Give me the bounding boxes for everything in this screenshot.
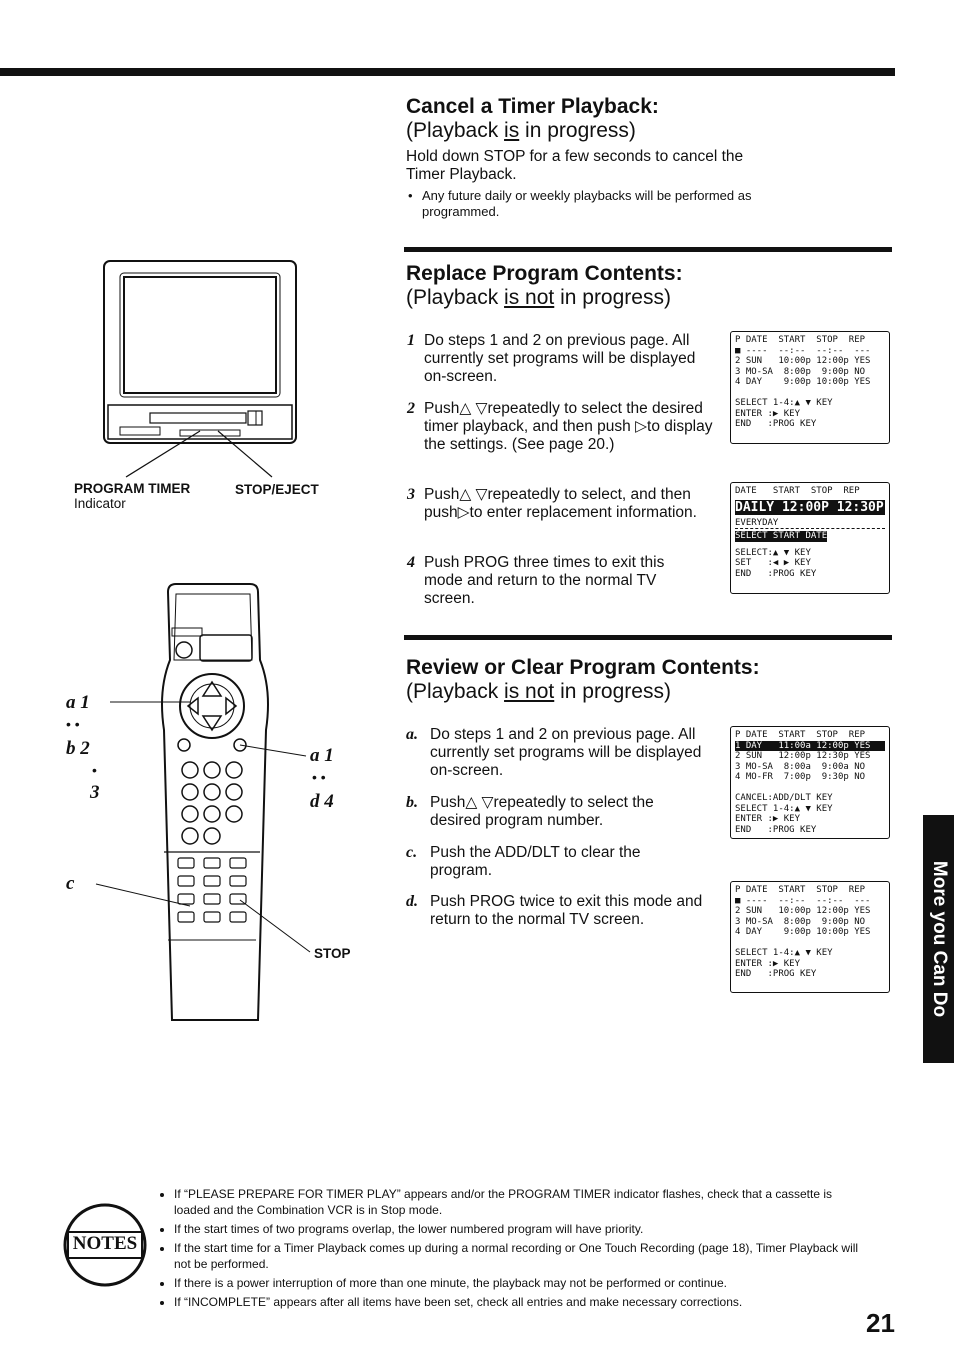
- note-item: If “PLEASE PREPARE FOR TIMER PLAY” appea…: [174, 1186, 864, 1218]
- remote-label-a1-left: a 1: [66, 692, 90, 713]
- note-item: If the start time for a Timer Playback c…: [174, 1240, 864, 1272]
- stop-eject-label: STOP/EJECT: [235, 482, 319, 497]
- replace-header: Replace Program Contents: (Playback is n…: [406, 262, 886, 310]
- osd-program-list-cleared: P DATE START STOP REP ■ ---- --:-- --:--…: [730, 881, 890, 993]
- note-item: If there is a power interruption of more…: [174, 1275, 864, 1291]
- cancel-title: Cancel a Timer Playback:: [406, 95, 659, 118]
- top-rule: [0, 68, 895, 76]
- notes-icon: [63, 1203, 147, 1287]
- replace-rule: [404, 247, 892, 252]
- review-subtitle: (Playback is not in progress): [406, 680, 671, 703]
- tv-vcr-illustration: [103, 260, 297, 478]
- remote-label-c: c: [66, 873, 75, 894]
- remote-stop-label: STOP: [314, 946, 351, 961]
- remote-control-illustration: [95, 583, 311, 1021]
- remote-dots-1: • •: [66, 716, 80, 732]
- remote-dots-3: • •: [312, 769, 326, 785]
- remote-dot-2: •: [92, 762, 97, 778]
- program-timer-label: PROGRAM TIMER: [74, 481, 191, 496]
- review-title: Review or Clear Program Contents:: [406, 656, 760, 679]
- review-header: Review or Clear Program Contents: (Playb…: [406, 656, 886, 704]
- remote-label-b2: b 2: [66, 738, 90, 759]
- replace-title: Replace Program Contents:: [406, 262, 683, 285]
- remote-label-a1-right: a 1: [310, 745, 334, 766]
- note-item: If “INCOMPLETE” appears after all items …: [174, 1294, 864, 1310]
- review-rule: [404, 635, 892, 640]
- note-item: If the start times of two programs overl…: [174, 1221, 864, 1237]
- cancel-section: Cancel a Timer Playback: (Playback is in…: [406, 95, 846, 220]
- cancel-body: Hold down STOP for a few seconds to canc…: [406, 148, 744, 183]
- cancel-subtitle: (Playback is in progress): [406, 119, 636, 142]
- indicator-label: Indicator: [74, 496, 126, 511]
- osd-replace-settings: DATE START STOP REP DAILY 12:00P 12:30P …: [730, 482, 915, 594]
- replace-subtitle: (Playback is not in progress): [406, 286, 671, 309]
- notes-label: NOTES: [72, 1233, 138, 1254]
- remote-label-d4: d 4: [310, 791, 334, 812]
- page-number: 21: [866, 1308, 895, 1338]
- cancel-bullet: •Any future daily or weekly playbacks wi…: [408, 188, 752, 219]
- notes-list: If “PLEASE PREPARE FOR TIMER PLAY” appea…: [158, 1186, 864, 1313]
- osd-program-list-1: P DATE START STOP REP ■ ---- --:-- --:--…: [730, 331, 890, 444]
- osd-program-list-review: P DATE START STOP REP 1 DAY 11:00a 12:00…: [730, 726, 890, 839]
- side-tab: More you Can Do: [923, 815, 954, 1063]
- remote-label-3: 3: [90, 782, 100, 803]
